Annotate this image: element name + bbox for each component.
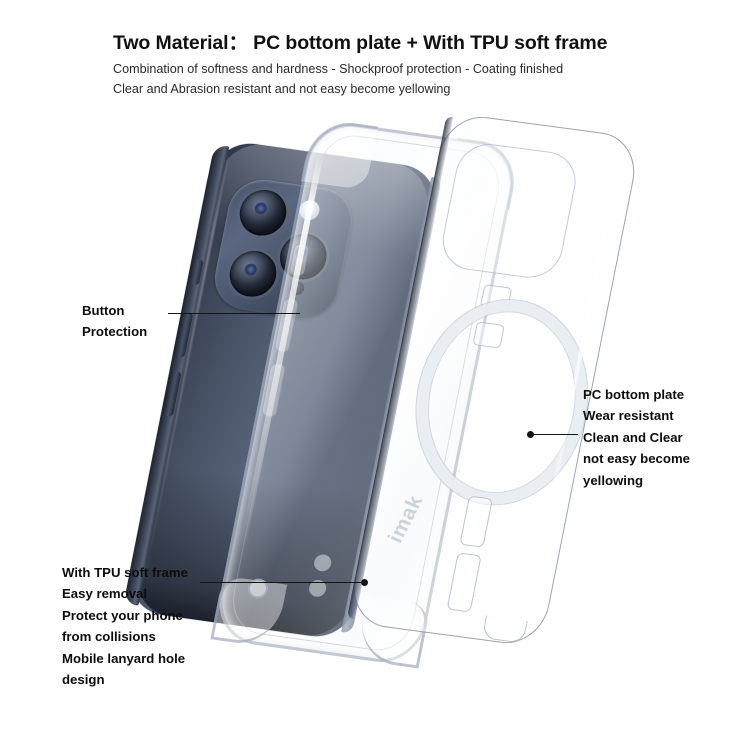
header-block: Two Material： PC bottom plate + With TPU… xyxy=(113,32,673,99)
tpu-mute-cutout xyxy=(288,242,310,277)
pc-plate-gloss xyxy=(528,158,622,607)
corner-bumper-top-left xyxy=(300,117,378,191)
magsafe-ring xyxy=(407,297,596,507)
callout-pc-line-2: Wear resistant xyxy=(583,408,674,424)
camera-module xyxy=(209,175,358,323)
phone-left-rail xyxy=(123,144,230,606)
callout-pc-line-4: not easy become xyxy=(583,451,691,467)
camera-lens-3 xyxy=(225,248,281,300)
tpu-volume-up-cutout xyxy=(273,297,299,353)
corner-bumper-bottom-left xyxy=(210,575,288,649)
callout-tpu-line-6: design xyxy=(62,671,105,687)
header-subtitle-group: Combination of softness and hardness - S… xyxy=(113,60,673,98)
pc-camera-cutout xyxy=(437,140,582,282)
pc-bottom-plate-illustration: imak xyxy=(346,111,642,649)
corner-bumper-bottom-right xyxy=(354,595,432,669)
callout-pc-bottom-plate: PC bottom plate Wear resistant Clean and… xyxy=(583,384,690,491)
callout-tpu-soft-frame: With TPU soft frame Easy removal Protect… xyxy=(62,562,188,690)
camera-lens-1 xyxy=(235,186,291,239)
tpu-volume-down-cutout xyxy=(260,362,286,418)
callout-pc-line-1: PC bottom plate xyxy=(583,387,685,402)
camera-flash-icon xyxy=(297,199,322,222)
phone-volume-up-button xyxy=(173,311,194,358)
page-title: Two Material： PC bottom plate + With TPU… xyxy=(113,32,608,54)
callout-button-protection-line-1: Button xyxy=(82,303,125,318)
callout-button-protection-line-2: Protection xyxy=(82,324,148,340)
callout-pc-line-3: Clean and Clear xyxy=(583,429,683,445)
phone-edge-highlight xyxy=(138,150,231,602)
subtitle-line-2: Clear and Abrasion resistant and not eas… xyxy=(113,81,451,96)
leader-line-tpu-frame xyxy=(200,582,364,584)
camera-lens-2 xyxy=(275,230,331,283)
callout-tpu-line-1: With TPU soft frame xyxy=(62,565,188,580)
phone-top-gloss xyxy=(200,139,436,288)
callout-button-protection: Button Protection xyxy=(82,300,147,343)
leader-dot-tpu-frame xyxy=(361,579,368,586)
phone-volume-down-button xyxy=(161,370,182,417)
tpu-edge-highlight xyxy=(238,149,325,553)
lidar-sensor-icon xyxy=(288,280,306,296)
leader-dot-pc-plate xyxy=(527,431,534,438)
callout-tpu-line-2: Easy removal xyxy=(62,586,148,602)
pc-slot-2 xyxy=(472,321,505,349)
pc-plate-left-edge xyxy=(346,115,454,620)
pc-tab-2 xyxy=(446,552,482,613)
phone-right-rail xyxy=(341,176,443,634)
callout-tpu-line-5: Mobile lanyard hole xyxy=(62,650,186,666)
callout-pc-line-5: yellowing xyxy=(583,472,644,488)
pc-tab-1 xyxy=(459,495,493,548)
tpu-port-cutout-1 xyxy=(312,553,333,573)
brand-watermark: imak xyxy=(383,491,428,547)
phone-mute-button xyxy=(187,258,204,286)
tpu-inner-contour xyxy=(226,131,506,655)
pc-plate-body xyxy=(346,111,642,649)
callout-tpu-line-4: from collisions xyxy=(62,629,156,645)
corner-bumper-top-right xyxy=(444,137,522,211)
leader-line-button-protection xyxy=(168,313,300,315)
subtitle-line-1: Combination of softness and hardness - S… xyxy=(113,62,564,77)
callout-tpu-line-3: Protect your phone xyxy=(62,607,183,623)
pc-plate-bottom-notch xyxy=(481,615,528,644)
lanyard-hole xyxy=(246,577,270,600)
leader-line-pc-plate xyxy=(534,434,578,436)
pc-slot-1 xyxy=(479,284,513,312)
